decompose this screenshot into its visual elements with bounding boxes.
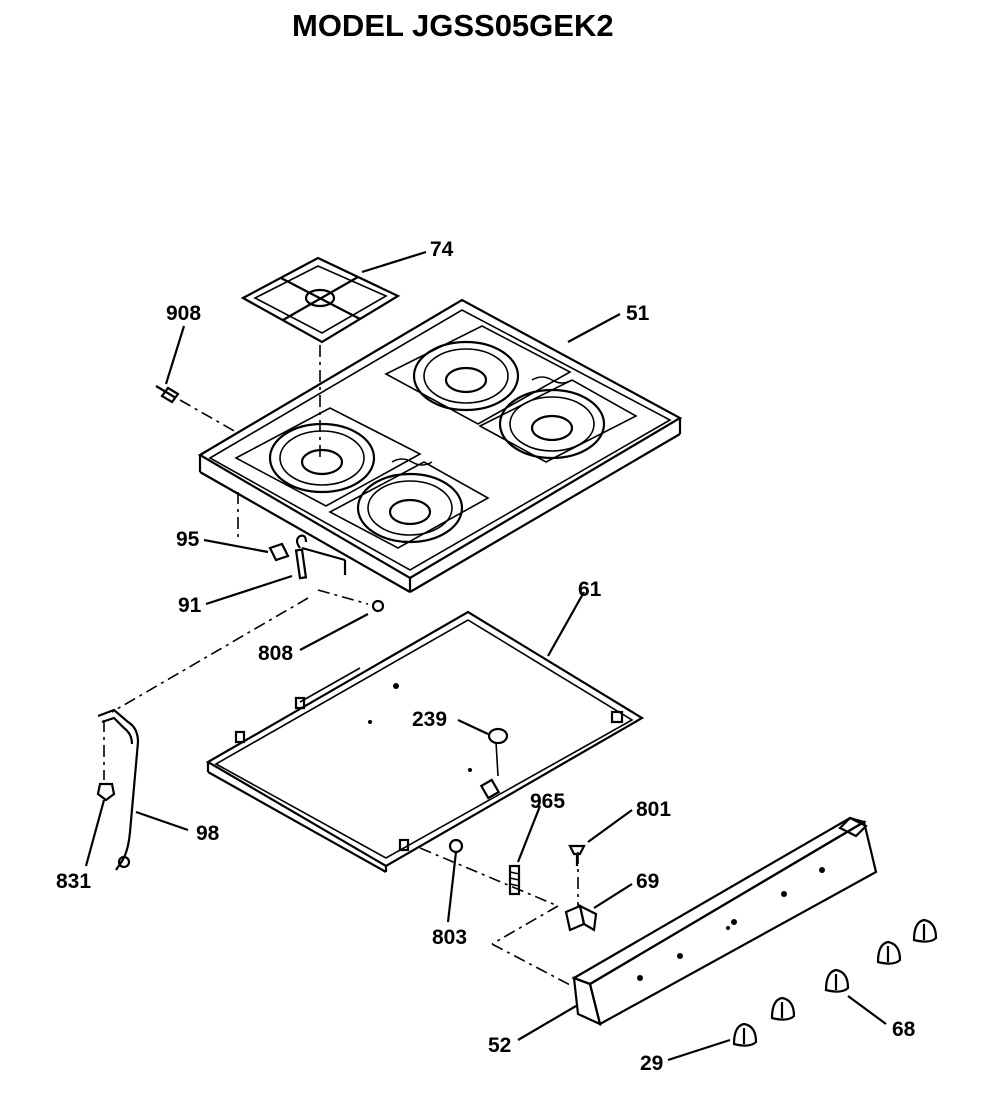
callout-52: 52: [488, 1034, 511, 1057]
cooktop-part: [197, 298, 683, 593]
callout-61: 61: [578, 578, 602, 601]
screw-801-part: [568, 844, 586, 866]
manifold-bracket-part: [97, 708, 140, 871]
leader-lines: [84, 250, 887, 1062]
callout-965: 965: [530, 790, 565, 813]
bracket-69-part: [564, 903, 598, 932]
diagram-title: MODEL JGSS05GEK2: [292, 8, 614, 43]
callout-239: 239: [412, 708, 447, 731]
callout-803: 803: [432, 926, 467, 949]
callout-51: 51: [626, 302, 650, 325]
knob-2: [770, 996, 796, 1021]
callout-29: 29: [640, 1052, 663, 1075]
burner-pan-part: [205, 610, 645, 873]
knobs: [732, 918, 938, 1047]
spring-965-part: [508, 864, 521, 896]
grate-part: [240, 256, 401, 344]
callout-831: 831: [56, 870, 91, 893]
control-panel-part: [571, 816, 878, 1026]
knob-1: [732, 1022, 758, 1047]
callout-91: 91: [178, 594, 202, 617]
callout-908: 908: [166, 302, 201, 325]
knob-5: [912, 918, 938, 943]
screw-831-part: [96, 782, 116, 802]
callout-801: 801: [636, 798, 671, 821]
callout-98: 98: [196, 822, 220, 845]
knob-4: [876, 940, 902, 965]
screw-908-part: [155, 385, 180, 404]
callout-808: 808: [258, 642, 293, 665]
knob-3: [824, 968, 850, 993]
callout-95: 95: [176, 528, 200, 551]
screw-803-part: [448, 838, 464, 854]
callout-74: 74: [430, 238, 454, 261]
callout-69: 69: [636, 870, 659, 893]
callout-68: 68: [892, 1018, 916, 1041]
hinge-parts: [237, 492, 385, 613]
